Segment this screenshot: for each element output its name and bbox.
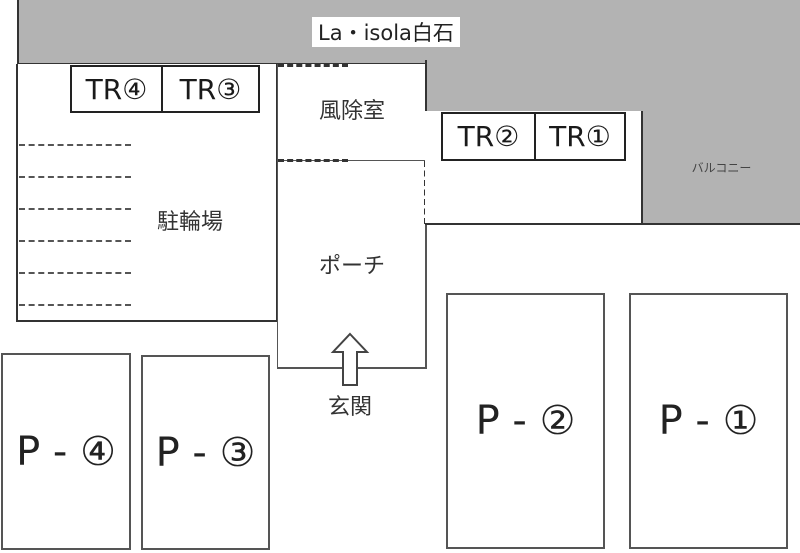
trash-room-1: TR① xyxy=(534,112,626,161)
porch-door xyxy=(278,159,348,162)
trash-room-2: TR② xyxy=(441,112,536,161)
balcony-label: バルコニー xyxy=(691,160,752,175)
parking-label: P - ③ xyxy=(155,429,256,476)
parking-label: P - ④ xyxy=(16,428,116,475)
balcony: バルコニー xyxy=(641,111,800,225)
bike-slot-line xyxy=(19,208,131,210)
wind-room: 風除室 xyxy=(277,64,427,161)
bike-slot-line xyxy=(19,144,131,146)
trash-room-label: TR① xyxy=(549,120,611,153)
parking-space-3: P - ③ xyxy=(141,355,270,550)
parking-label: P - ① xyxy=(658,398,759,444)
bicycle-parking-label: 駐輪場 xyxy=(156,210,223,235)
bike-slot-line xyxy=(19,240,131,242)
building-name: La・isola白石 xyxy=(312,17,460,47)
trash-room-3: TR③ xyxy=(161,65,260,113)
trash-room-label: TR③ xyxy=(179,72,242,106)
wind-room-door xyxy=(278,64,348,67)
bike-slot-line xyxy=(19,304,131,306)
bike-slot-line xyxy=(19,272,131,274)
entrance-label: 玄関 xyxy=(327,395,372,420)
parking-space-4: P - ④ xyxy=(1,353,131,550)
trash-room-label: TR④ xyxy=(85,72,148,106)
parking-space-2: P - ② xyxy=(446,293,605,549)
trash-room-4: TR④ xyxy=(70,65,163,113)
parking-space-1: P - ① xyxy=(629,293,788,549)
porch-label: ポーチ xyxy=(318,254,385,279)
parking-label: P - ② xyxy=(475,398,576,444)
bike-slot-line xyxy=(19,176,131,178)
wind-room-label: 風除室 xyxy=(318,99,385,124)
trash-room-label: TR② xyxy=(457,120,520,153)
building-right xyxy=(425,60,800,113)
arrow-up-icon xyxy=(330,332,370,386)
